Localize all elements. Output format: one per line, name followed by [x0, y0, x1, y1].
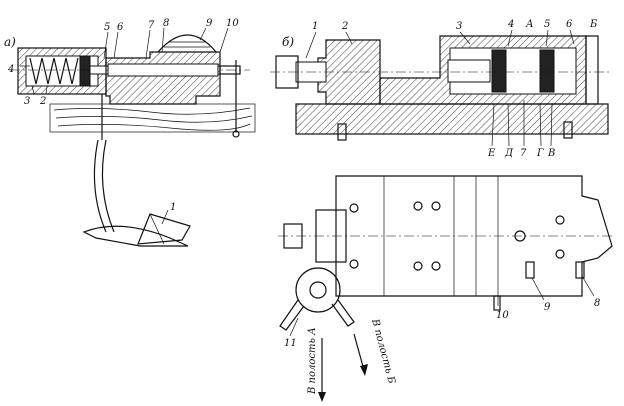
label-b-V: В: [547, 148, 555, 159]
base-plate: [295, 103, 609, 135]
label-b-7: 7: [520, 148, 527, 159]
label-a-6: 6: [117, 22, 124, 33]
label-b-4: 4: [507, 19, 514, 30]
label-a-7: 7: [148, 20, 155, 31]
view-a-vise-assembly: а): [4, 18, 256, 247]
label-a-4: 4: [7, 64, 14, 75]
label-plan-8: 8: [594, 298, 600, 309]
arrow-label-b: В полость Б: [369, 317, 397, 386]
panel-label-a: а): [4, 35, 16, 49]
label-b-1: 1: [312, 21, 318, 32]
plan-fittings: [493, 261, 585, 311]
handle-knob: [232, 130, 240, 138]
label-b-5: 5: [544, 19, 550, 30]
end-cap: [585, 35, 599, 105]
label-plan-9: 9: [544, 302, 551, 313]
air-hose: [93, 139, 115, 233]
label-b-E: Е: [487, 148, 496, 159]
foot-bolts: [337, 121, 573, 141]
label-a-10: 10: [226, 18, 239, 29]
label-b-B: Б: [589, 19, 598, 30]
leaders-a: [20, 27, 229, 225]
plan-holes: [349, 201, 565, 271]
handle-screw: [219, 65, 241, 75]
vise-jaw-dome: [157, 34, 217, 53]
pedal-base: [82, 225, 189, 247]
label-b-6: 6: [566, 19, 573, 30]
label-a-9: 9: [206, 18, 213, 29]
label-plan-11: 11: [284, 338, 297, 349]
plunger: [447, 59, 491, 83]
label-a-1: 1: [170, 202, 176, 213]
panel-label-b: б): [282, 35, 294, 49]
label-plan-10: 10: [496, 310, 509, 321]
return-spring: [29, 57, 79, 85]
label-b-3: 3: [456, 21, 462, 32]
arrow-b-line: [353, 333, 365, 371]
leaders-b: [305, 29, 575, 147]
label-a-5: 5: [104, 22, 110, 33]
rod-slot: [107, 63, 219, 77]
pedal-axis: [149, 213, 165, 245]
bench-grain: [53, 107, 253, 131]
piston: [79, 55, 91, 87]
label-a-2: 2: [39, 96, 46, 107]
view-b-section: б) 1 2 3 4: [270, 19, 612, 159]
piston-left: [491, 49, 507, 93]
plan-body: [335, 175, 613, 297]
arrow-b-head: [360, 364, 368, 376]
view-b-plan: В полость А В полость Б 8 9 10 11: [278, 175, 613, 402]
pedal-lever: [137, 213, 191, 245]
arrow-a-head: [318, 392, 326, 402]
arrow-label-a: В полость А: [307, 327, 318, 395]
label-b-A: А: [525, 19, 534, 30]
distributor-body: [295, 267, 341, 313]
label-a-3: 3: [24, 96, 30, 107]
distributor-hub: [309, 281, 327, 299]
vise-body: [105, 51, 221, 105]
label-b-G: Г: [536, 148, 544, 159]
label-a-8: 8: [163, 18, 169, 29]
jaw-detail: [164, 41, 210, 48]
piston-right: [539, 49, 555, 93]
distributor-fittings: [279, 299, 355, 331]
plan-ribs: [383, 176, 499, 296]
leaders-plan: [289, 275, 595, 337]
label-b-2: 2: [341, 21, 348, 32]
label-b-D: Д: [504, 148, 514, 159]
